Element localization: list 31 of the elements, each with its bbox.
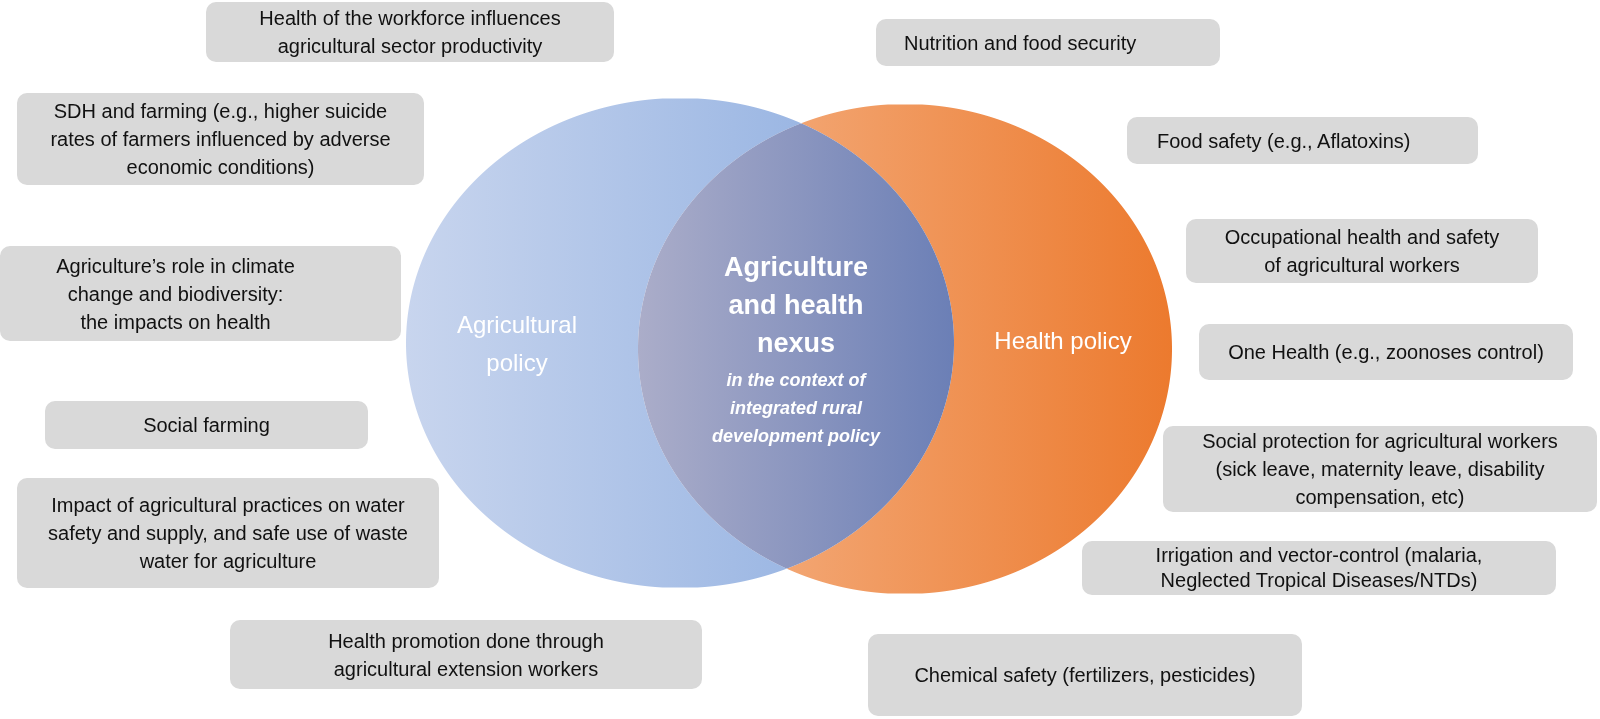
topic-box (1186, 219, 1538, 283)
topic-box (876, 19, 1220, 66)
circle-label: Agricultural policy (455, 310, 578, 378)
topic-text: Agriculture’s role in climate change and biodiversity: the impacts on health (55, 253, 296, 335)
topic-text: Impact of agricultural practices on water safety and supply, and safe use of waste water for agriculture (47, 493, 409, 574)
topic-text: One Health (e.g., zoonoses control) (1228, 340, 1544, 365)
topic-text: Chemical safety (fertilizers, pesticides) (914, 663, 1256, 688)
topic-text: Occupational health and safety of agricultural workers (1223, 225, 1501, 278)
nexus-subtitle: in the context of integrated rural development policy (710, 369, 882, 448)
topic-text: Irrigation and vector-control (malaria, Neglected Tropical Diseases/NTDs) (1154, 543, 1484, 593)
topic-text: Health promotion done through agricultural extension workers (327, 628, 605, 682)
topic-box (868, 634, 1302, 716)
overlap-lens (638, 123, 954, 569)
topic-text: SDH and farming (e.g., higher suicide rates of farmers influenced by adverse economic conditions) (49, 99, 392, 180)
topic-text: Food safety (e.g., Aflatoxins) (1157, 128, 1411, 154)
topic-text: Health of the workforce influences agricultural sector productivity (258, 6, 562, 59)
topic-box (206, 2, 614, 62)
circle-label: Health policy (993, 326, 1133, 356)
topic-text: Social protection for agricultural workers (sick leave, maternity leave, disability compensation, etc) (1201, 429, 1559, 510)
topic-box (1127, 117, 1478, 164)
topic-text: Social farming (143, 413, 270, 438)
topic-box (1199, 324, 1573, 380)
topic-box (17, 478, 439, 588)
nexus-title: Agriculture and health nexus (723, 251, 869, 360)
topic-box (230, 620, 702, 689)
topic-box (17, 93, 424, 185)
topic-box (1082, 541, 1556, 595)
topic-box (1163, 426, 1597, 512)
topic-box (45, 401, 368, 449)
topic-text: Nutrition and food security (904, 30, 1137, 56)
topic-box (0, 246, 401, 341)
